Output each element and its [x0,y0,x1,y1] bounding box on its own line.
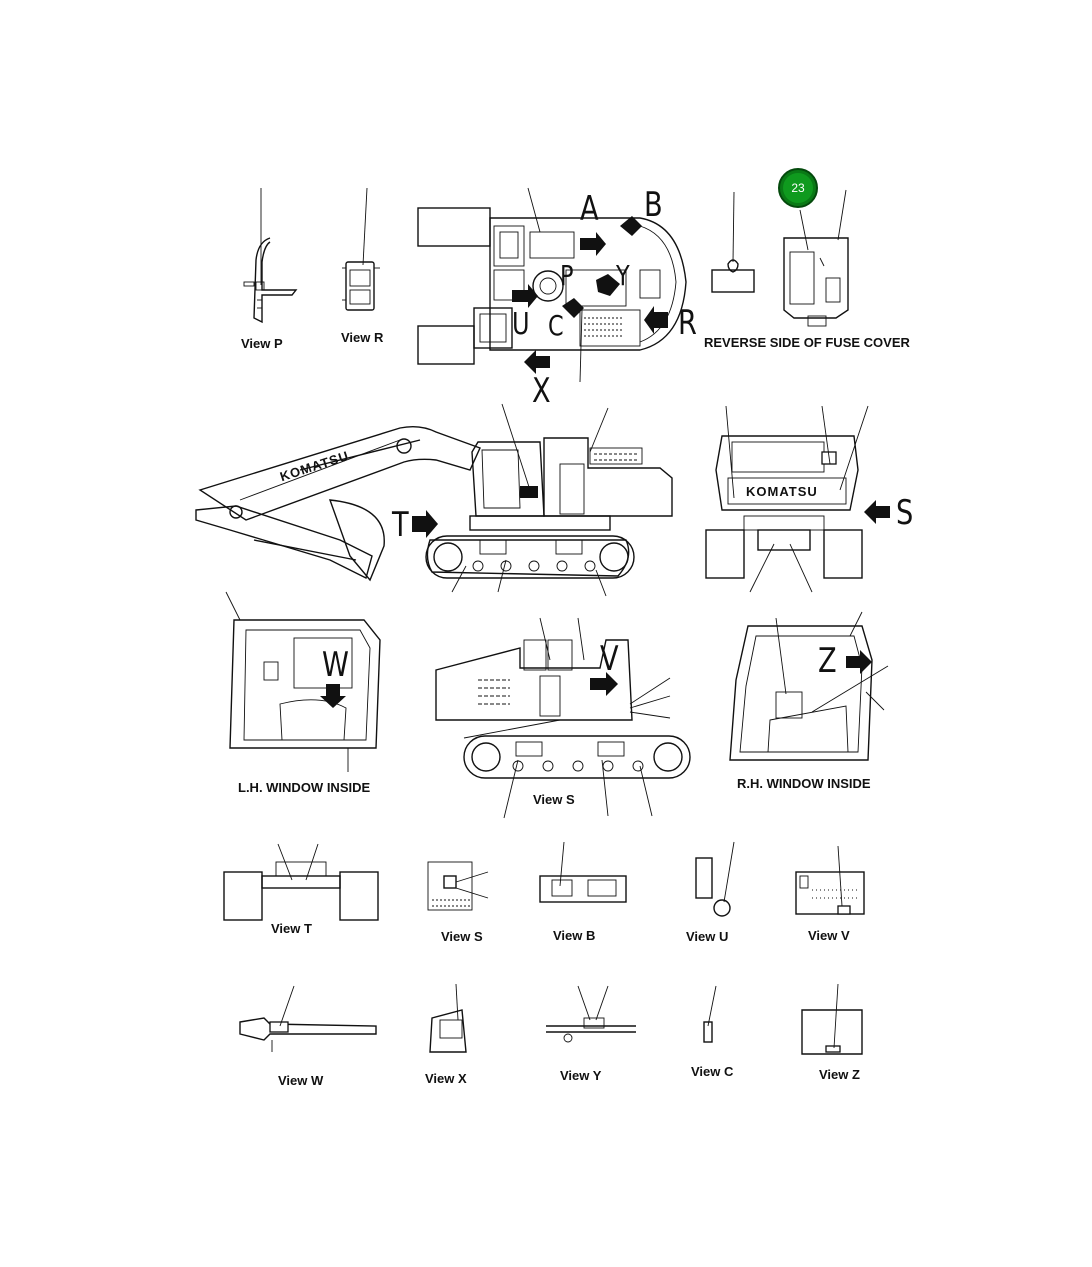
radiator-grille [584,317,624,337]
tag-detail [711,191,755,293]
caption-view-y: View Y [560,1068,602,1083]
excavator-side-view [195,403,673,597]
view-x-detail [429,983,467,1053]
view-letter-v: V [600,639,619,679]
view-letter-u: U [512,307,530,342]
caption-rh-window: R.H. WINDOW INSIDE [737,776,871,791]
excavator-rear-view [705,405,890,593]
caption-fuse-cover: REVERSE SIDE OF FUSE COVER [704,335,910,350]
left-track-rollers [512,760,644,772]
caption-view-z: View Z [819,1067,860,1082]
caption-view-c: View C [691,1064,734,1079]
engine-hood-vents [594,453,638,461]
left-engine-vents [478,679,510,705]
view-letter-b: B [644,185,663,225]
machine-top-view [417,187,687,383]
caption-view-u: View U [686,929,729,944]
caption-view-v: View V [808,928,850,943]
view-w-detail [239,985,377,1052]
view-letter-a: A [580,189,599,229]
caption-view-s: View S [441,929,483,944]
view-s-detail [427,861,489,911]
fuse-cover-detail [783,189,849,327]
caption-view-r: View R [341,330,384,345]
view-letter-r: R [678,303,697,343]
view-letter-y: Y [616,259,630,292]
view-letter-c: C [548,309,564,342]
callout-number: 23 [783,173,813,203]
view-r-detail [342,187,380,311]
part-callout-23[interactable]: 23 [778,168,818,208]
caption-view-t: View T [271,921,312,936]
caption-view-s-main: View S [533,792,575,807]
rh-window-inside-view [729,611,889,761]
view-p-detail [243,188,298,324]
view-letter-z: Z [818,641,837,681]
track-rollers [472,560,596,572]
view-letter-t: T [392,505,409,545]
view-t-detail [223,843,379,921]
view-letter-x: X [532,371,551,411]
view-c-detail [703,985,717,1043]
view-letter-w: W [322,645,349,685]
view-u-detail [695,841,735,917]
excavator-left-side-view [435,617,691,819]
view-z-detail [801,983,863,1055]
view-v-detail [795,845,865,915]
brand-label-rear: KOMATSU [746,484,818,499]
view-letter-p: P [560,259,574,292]
caption-lh-window: L.H. WINDOW INSIDE [238,780,371,795]
view-letter-s: S [896,493,914,533]
caption-view-x: View X [425,1071,467,1086]
view-b-detail [539,841,627,903]
caption-view-b: View B [553,928,596,943]
caption-view-p: View P [241,336,283,351]
lh-window-inside-view [225,591,381,772]
view-y-detail [546,985,636,1043]
caption-view-w: View W [278,1073,324,1088]
